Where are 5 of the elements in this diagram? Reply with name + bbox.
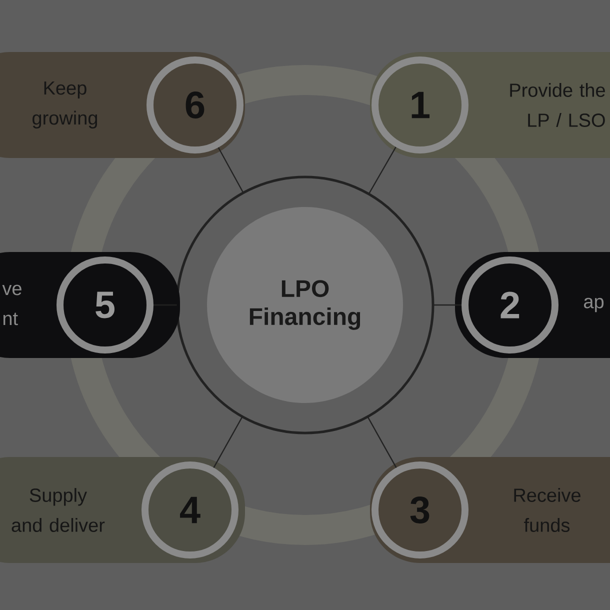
spoke-line [433, 304, 462, 306]
spoke-line [213, 416, 243, 468]
spoke-line [368, 146, 396, 194]
spoke-line [218, 147, 244, 193]
spoke-line [367, 416, 397, 468]
